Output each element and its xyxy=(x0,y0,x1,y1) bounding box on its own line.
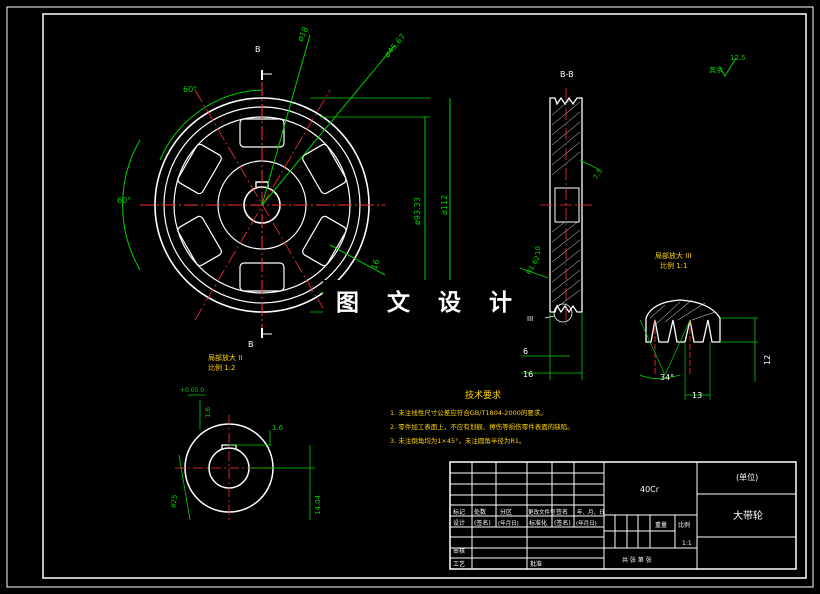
roughness-symbol: 其余 12.5 xyxy=(709,54,746,77)
detail-iii-title: 局部放大 III xyxy=(655,251,691,260)
dim-text-phi112: ø112 xyxy=(440,195,449,215)
tech-req-item-1: 1. 未注线性尺寸公差应符合GB/T1804-2000的要求。 xyxy=(390,408,547,417)
dim-text-12: 12 xyxy=(763,355,772,365)
roughness-value: 12.5 xyxy=(730,54,746,62)
detail-iii: 局部放大 III 比例 1:1 34° 13 12 xyxy=(639,251,772,400)
detail-mark-iii: III xyxy=(527,315,533,323)
detail-ii-tol: +0.05 0 xyxy=(180,387,204,394)
section-mark-bottom: B xyxy=(248,340,254,349)
title-review: 审核 xyxy=(453,547,465,555)
tech-requirements: 技术要求 1. 未注线性尺寸公差应符合GB/T1804-2000的要求。 2. … xyxy=(390,389,574,445)
section-view: B-B 6 16 R1.62 10 7.5 III xyxy=(519,70,604,380)
title-scale: 比例 xyxy=(678,521,690,529)
dim-leader-16 xyxy=(329,244,386,276)
title-row2-label-5: (年月日) xyxy=(576,519,597,527)
detail-iii-scale: 比例 1:1 xyxy=(660,261,688,270)
dim-text-phi25: ø25 xyxy=(169,494,179,508)
dim-text-16b: 16 xyxy=(523,370,533,379)
dim-text-1-6b: 1.6 xyxy=(272,424,284,432)
outer-border xyxy=(6,6,814,588)
inner-border xyxy=(42,13,807,579)
tech-req-item-2: 2. 零件加工表面上，不应有划痕、擦伤等损伤零件表面的缺陷。 xyxy=(390,422,574,431)
title-scale-value: 1:1 xyxy=(682,540,692,547)
section-title: B-B xyxy=(560,70,574,79)
title-row-label-1: 处数 xyxy=(474,508,486,516)
roughness-check xyxy=(719,57,737,77)
dim-text-34: 34° xyxy=(660,373,674,382)
dim-text-phi45: ø45.67 xyxy=(383,32,408,59)
tech-req-title: 技术要求 xyxy=(465,389,501,401)
roughness-label: 其余 xyxy=(709,65,723,74)
dim-text-10: 10 xyxy=(534,246,542,255)
title-row-label-2: 分区 xyxy=(500,508,512,516)
detail-ii-scale: 比例 1:2 xyxy=(208,363,236,372)
title-approve: 批准 xyxy=(530,560,542,568)
detail-iii-outline xyxy=(645,299,721,343)
section-mark-top: B xyxy=(255,45,261,54)
title-part-name: 大带轮 xyxy=(733,509,763,522)
title-row2-label-3: 标准化 xyxy=(529,519,547,527)
title-company: (单位) xyxy=(736,472,758,482)
dim-arc-60-left xyxy=(122,139,141,271)
watermark-text: 图 文 设 计 xyxy=(336,290,523,316)
main-view: B B ø18 ø45.67 ø93.33 ø112 60° 60° 16 xyxy=(117,25,455,349)
dim-text-r162: R1.62 xyxy=(525,254,542,276)
title-row-label-3: 更改文件号 xyxy=(528,508,556,516)
dim-text-7-5: 7.5 xyxy=(592,167,604,181)
dim-text-60-top: 60° xyxy=(183,85,197,94)
title-row-label-5: 年、月、日 xyxy=(577,508,605,516)
detail-iii-hatch xyxy=(649,299,716,326)
title-material: 40Cr xyxy=(640,485,660,494)
dim-text-14-04: 14.04 xyxy=(314,494,322,515)
title-row-label-0: 标记 xyxy=(453,508,465,516)
dim-text-6: 6 xyxy=(523,347,528,356)
title-row2-label-4: (签名) xyxy=(554,519,571,527)
title-block-grid xyxy=(449,461,797,570)
dim-arc-60-top xyxy=(159,89,263,161)
dim-leader-phi45 xyxy=(261,44,396,206)
title-row2-label-1: (签名) xyxy=(474,519,491,527)
title-sheets: 共 张 第 张 xyxy=(622,556,652,564)
title-row2-label-2: (年月日) xyxy=(498,519,519,527)
dim-text-16: 16 xyxy=(369,258,381,271)
dim-text-1-6a: 1.6 xyxy=(204,406,212,418)
title-row-label-4: 签名 xyxy=(556,508,568,516)
dim-text-13: 13 xyxy=(692,391,702,400)
dim-text-phi93: ø93.33 xyxy=(413,197,422,225)
detail-ii: 局部放大 II 比例 1:2 +0.05 0 1.6 1.6 ø25 14.04 xyxy=(169,353,322,521)
detail-ii-title: 局部放大 II xyxy=(208,353,242,362)
dim-leader-phi18 xyxy=(261,34,311,206)
watermark-box xyxy=(323,280,503,320)
title-row2-label-0: 设计 xyxy=(453,519,465,527)
title-weight: 重量 xyxy=(655,521,667,529)
dim-text-60-left: 60° xyxy=(117,196,131,205)
title-process: 工艺 xyxy=(453,560,465,568)
tech-req-item-3: 3. 未注倒角均为1×45°，未注圆角半径为R1。 xyxy=(390,436,526,445)
